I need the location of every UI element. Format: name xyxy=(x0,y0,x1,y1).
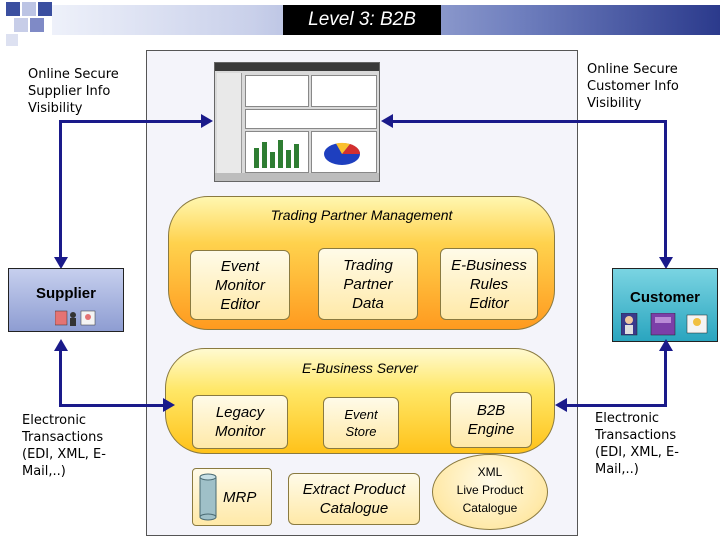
box-label: XML xyxy=(477,465,503,479)
box-label: Event xyxy=(344,407,378,422)
customer-people-icon xyxy=(620,312,709,341)
xml-live-product-catalogue-ellipse: XML Live Product Catalogue xyxy=(432,454,548,530)
customer-visibility-note: Online Secure Customer Info Visibility xyxy=(587,61,679,112)
box-label: Monitor xyxy=(214,276,266,294)
arrow-down-icon xyxy=(54,257,68,269)
ebusiness-rules-editor-box: E-Business Rules Editor xyxy=(440,248,538,320)
box-label: Extract Product xyxy=(302,481,406,498)
supplier-label: Supplier xyxy=(35,285,96,302)
box-label: Live Product xyxy=(456,483,524,497)
box-label: Catalogue xyxy=(462,501,518,515)
customer-label: Customer xyxy=(629,289,700,306)
note-line: (EDI, XML, E- xyxy=(595,445,679,460)
note-line: Customer Info xyxy=(587,79,679,94)
customer-vertical-connector xyxy=(664,121,667,259)
note-line: Visibility xyxy=(28,101,83,116)
box-label: Event xyxy=(220,257,260,275)
trading-partner-data-box: Trading Partner Data xyxy=(318,248,418,320)
event-monitor-editor-box: Event Monitor Editor xyxy=(190,250,290,320)
supplier-vertical-connector xyxy=(59,121,62,259)
box-label: Monitor xyxy=(214,423,266,440)
left-bottom-vertical-connector xyxy=(59,350,62,406)
dashboard-screenshot xyxy=(214,62,380,182)
note-line: Electronic xyxy=(22,413,87,428)
supplier-horizontal-connector xyxy=(59,120,201,123)
customer-horizontal-connector xyxy=(393,120,667,123)
box-label: Data xyxy=(352,294,384,312)
box-label: Store xyxy=(345,424,377,439)
left-transactions-note: Electronic Transactions (EDI, XML, E- Ma… xyxy=(22,412,106,480)
note-line: Transactions xyxy=(595,428,677,443)
box-label: Editor xyxy=(469,294,509,312)
page-title: Level 3: B2B xyxy=(283,5,441,35)
mrp-box: MRP xyxy=(192,468,272,526)
arrow-down-icon xyxy=(659,257,673,269)
panel-title: E-Business Server xyxy=(302,360,418,376)
box-label: Trading xyxy=(343,256,393,274)
event-store-box: Event Store xyxy=(323,397,399,449)
box-label: Legacy xyxy=(215,404,265,421)
customer-box: Customer xyxy=(612,268,718,342)
arrow-up-icon xyxy=(659,339,673,351)
supplier-visibility-note: Online Secure Supplier Info Visibility xyxy=(28,66,119,117)
arrow-left-icon xyxy=(555,398,567,412)
box-label: Editor xyxy=(220,295,260,313)
box-label: E-Business xyxy=(451,256,527,274)
arrow-up-icon xyxy=(54,339,68,351)
note-line: Electronic xyxy=(595,411,660,426)
note-line: Online Secure xyxy=(28,67,119,82)
box-label: Partner xyxy=(343,275,393,293)
legacy-monitor-box: Legacy Monitor xyxy=(192,395,288,449)
arrow-left-icon xyxy=(381,114,393,128)
b2b-engine-box: B2B Engine xyxy=(450,392,532,448)
supplier-people-icon xyxy=(54,309,99,331)
mrp-label: MRP xyxy=(223,489,257,506)
box-label: Rules xyxy=(469,275,509,293)
database-cylinder-icon xyxy=(199,473,217,526)
note-line: Visibility xyxy=(587,96,642,111)
arrow-right-icon xyxy=(201,114,213,128)
note-line: Mail,..) xyxy=(22,464,66,479)
right-bottom-vertical-connector xyxy=(664,350,667,406)
panel-title: Trading Partner Management xyxy=(270,207,453,223)
note-line: (EDI, XML, E- xyxy=(22,447,106,462)
note-line: Online Secure xyxy=(587,62,678,77)
box-label: B2B xyxy=(476,402,506,419)
note-line: Transactions xyxy=(22,430,104,445)
left-bottom-horizontal-connector xyxy=(59,404,165,407)
arrow-right-icon xyxy=(163,398,175,412)
extract-product-catalogue-box: Extract Product Catalogue xyxy=(288,473,420,525)
note-line: Supplier Info xyxy=(28,84,111,99)
supplier-box: Supplier xyxy=(8,268,124,332)
box-label: Catalogue xyxy=(319,500,389,517)
box-label: Engine xyxy=(467,421,515,438)
right-bottom-horizontal-connector xyxy=(566,404,667,407)
note-line: Mail,..) xyxy=(595,462,639,477)
right-transactions-note: Electronic Transactions (EDI, XML, E- Ma… xyxy=(595,410,679,478)
